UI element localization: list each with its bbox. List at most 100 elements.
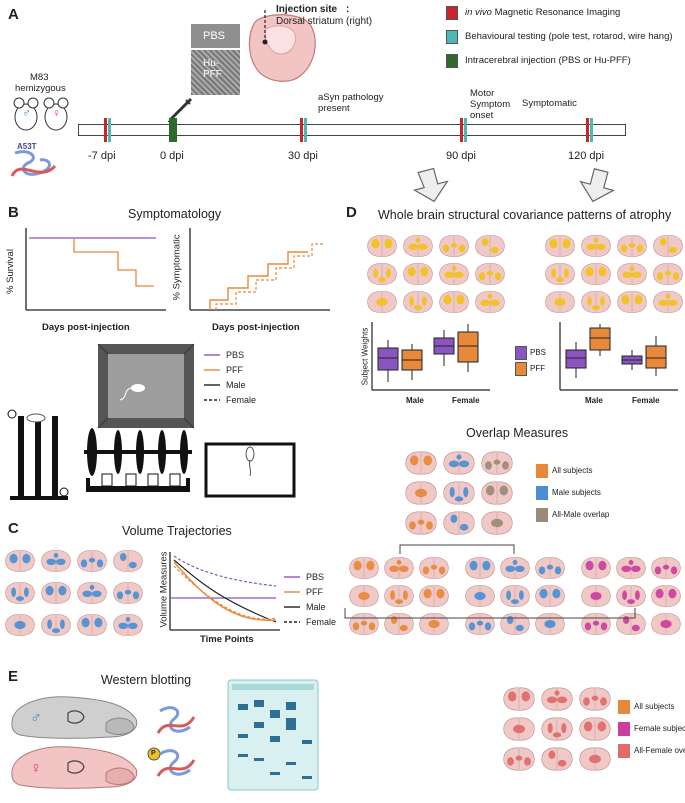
volume-brain-slice-8 — [5, 614, 35, 636]
volume-brain-slice-11 — [113, 614, 143, 636]
symptomatic-dashed-line — [215, 243, 324, 310]
overlap-swatch-0 — [618, 700, 630, 714]
injection-site-colon: : — [346, 4, 350, 15]
mice-icon: ♂ ♀ — [13, 97, 69, 131]
overlap-brain-all-6 — [349, 613, 379, 635]
atrophy-brain-slice-90dpi-3 — [475, 235, 505, 257]
timeline-marker-mri — [300, 118, 303, 142]
legend-line-0 — [204, 354, 220, 356]
survival-plot — [25, 228, 166, 311]
panel-label-a: A — [8, 6, 19, 23]
survival-pff-line — [73, 238, 154, 287]
overlap-label-2: All-Male overlap — [552, 510, 610, 519]
overlap-brain-female-subjects-5 — [651, 585, 681, 607]
atrophy-brain-slice-120dpi-10 — [617, 291, 647, 313]
legend-label-2: Intracerebral injection (PBS or Hu-PFF) — [465, 55, 631, 66]
overlap-swatch-2 — [536, 508, 548, 522]
legend-line-1 — [284, 591, 300, 593]
atrophy-brain-slice-90dpi-5 — [403, 263, 433, 285]
volume-pff-line — [173, 561, 277, 621]
overlap-brain-female-0 — [503, 687, 535, 711]
volume-brain-slice-1 — [41, 550, 71, 572]
overlap-brain-male-0 — [405, 451, 437, 475]
overlap-brain-female-3 — [503, 717, 535, 741]
timeline-marker-mri — [104, 118, 107, 142]
symptomatic-plot — [189, 228, 330, 311]
overlap-brain-all-3 — [349, 585, 379, 607]
svg-text:♀: ♀ — [52, 106, 61, 120]
volume-male-line — [173, 559, 277, 623]
overlap-brain-female-subjects-7 — [616, 613, 646, 635]
box-legend-pff: PFF — [530, 364, 546, 373]
hupff-box-label: Hu-PFF — [203, 58, 222, 80]
legend-label-text: Behavioural testing (pole test, rotarod,… — [465, 31, 673, 42]
atrophy-brain-slice-120dpi-5 — [581, 263, 611, 285]
overlap-brain-male-subjects-4 — [500, 585, 530, 607]
timeline-marker-behaviour — [108, 118, 111, 142]
legend-text-3: Female — [306, 617, 337, 627]
volume-brain-slice-10 — [77, 614, 107, 636]
panel-label-e: E — [8, 668, 19, 685]
protein-icon — [10, 150, 57, 177]
atrophy-brain-slice-90dpi-11 — [475, 291, 505, 313]
boxplot-box-2 — [621, 350, 643, 370]
boxplot-box-3 — [457, 324, 479, 372]
symptomatic-ylabel: % Symptomatic — [171, 234, 183, 301]
volume-brain-slice-4 — [5, 582, 35, 604]
boxplot-right-female: Female — [632, 396, 660, 405]
boxplot-left-male: Male — [406, 396, 424, 405]
overlap-brain-female-subjects-2 — [651, 557, 681, 579]
box-legend-pbs: PBS — [530, 348, 547, 357]
svg-text:♀: ♀ — [30, 760, 42, 777]
survival-ylabel: % Survival — [4, 249, 16, 294]
western-title: Western blotting — [101, 673, 192, 687]
overlap-brain-male-subjects-5 — [535, 585, 565, 607]
panel-label-b: B — [8, 204, 19, 221]
volume-brain-slice-3 — [113, 550, 143, 572]
overlap-brain-male-1 — [443, 451, 475, 475]
arrow-90dpi-icon — [412, 167, 449, 203]
legend-line-3 — [204, 399, 220, 401]
volume-brain-slice-2 — [77, 550, 107, 572]
timeline-bar — [78, 124, 626, 136]
overlap-brain-male-5 — [481, 481, 513, 505]
boxplot-box-0 — [565, 342, 587, 378]
injection-brain-icon — [248, 10, 316, 82]
injection-site-detail: Dorsal striatum (right) — [276, 16, 373, 27]
overlap-brain-male-8 — [481, 511, 513, 535]
legend-line-1 — [204, 369, 220, 371]
boxplot-box-1 — [401, 344, 423, 380]
atrophy-brain-slice-120dpi-2 — [617, 235, 647, 257]
western-blot-gel — [227, 679, 319, 791]
mouse-line-1: M83 — [30, 72, 49, 83]
volume-pff-dashed-line — [173, 565, 277, 620]
overlap-brain-all-8 — [419, 613, 449, 635]
boxplot-box-3 — [645, 336, 667, 376]
overlap-label-0: All subjects — [634, 702, 675, 711]
timepoint-4: 120 dpi — [568, 150, 605, 162]
overlap-label-1: Female subjects — [634, 724, 685, 733]
atrophy-brain-slice-120dpi-1 — [581, 235, 611, 257]
boxplot-left-female: Female — [452, 396, 480, 405]
atrophy-brain-slice-120dpi-4 — [545, 263, 575, 285]
symptomatology-title: Symptomatology — [128, 207, 222, 221]
overlap-swatch-0 — [536, 464, 548, 478]
event-pathology-2: present — [318, 103, 350, 114]
volume-brain-slice-9 — [41, 614, 71, 636]
atrophy-brain-slice-120dpi-6 — [617, 263, 647, 285]
event-motor-1: Motor — [470, 88, 495, 99]
legend-line-2 — [204, 384, 220, 386]
panel-label-c: C — [8, 520, 19, 537]
arrow-120dpi-icon — [579, 167, 616, 203]
overlap-brain-all-1 — [384, 557, 414, 579]
box-legend-pbs-swatch — [515, 346, 527, 360]
mouse-line-2: hemizygous — [15, 83, 66, 94]
boxplot-right-male: Male — [585, 396, 603, 405]
overlap-title: Overlap Measures — [466, 426, 569, 440]
volume-title: Volume Trajectories — [122, 524, 232, 538]
atrophy-brain-slice-90dpi-9 — [403, 291, 433, 313]
atrophy-title: Whole brain structural covariance patter… — [378, 208, 672, 222]
volume-brain-slice-0 — [5, 550, 35, 572]
overlap-brain-female-6 — [503, 747, 535, 771]
timeline-marker-behaviour — [590, 118, 593, 142]
